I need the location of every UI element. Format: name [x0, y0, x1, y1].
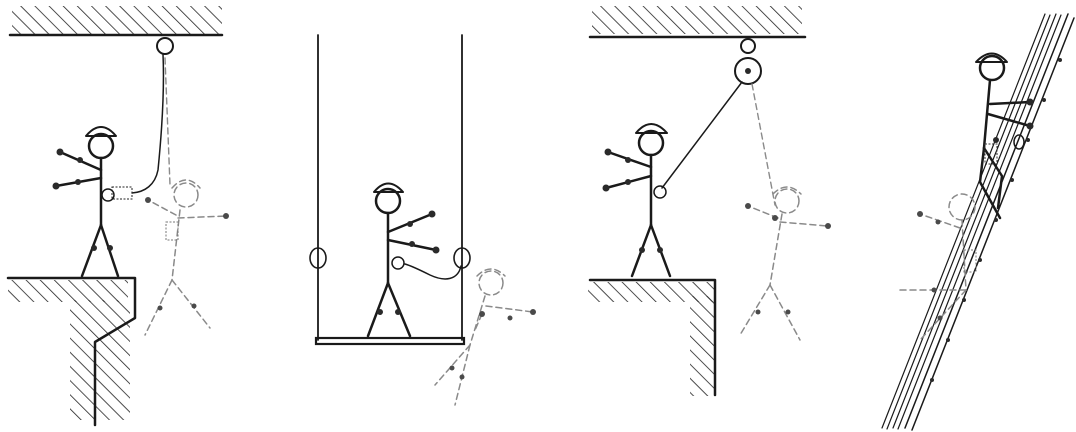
anchor-ring-3 [740, 38, 756, 54]
ledge-hatch-3 [588, 282, 716, 302]
rope-grab-right [453, 247, 471, 269]
retractable-line-ghost [751, 83, 776, 206]
scene-pulley-anchor-ledge [588, 6, 831, 397]
ledge-outline-3 [588, 278, 717, 397]
worker-falling-ghost-ladder [899, 193, 977, 341]
ledge-outline [6, 276, 137, 427]
ladder [881, 13, 1075, 431]
scene-ladder-climb [881, 13, 1075, 431]
lanyard-platform [404, 263, 462, 280]
rope-grab-left [309, 247, 327, 269]
worker-standing-3 [602, 123, 672, 278]
scene-overhead-anchor-ledge [6, 6, 229, 427]
ledge-hatch [8, 280, 128, 302]
worker-standing [52, 126, 120, 278]
worker-falling-ghost [144, 57, 229, 336]
pulley-block [734, 57, 762, 85]
shock-absorber [111, 186, 133, 200]
lanyard [131, 53, 165, 194]
ceiling-hatch [12, 6, 222, 34]
wall-hatch [70, 300, 130, 420]
anchor-ring [156, 37, 174, 55]
retractable-line [661, 81, 743, 189]
wall-hatch-3 [690, 296, 716, 396]
worker-climbing [975, 52, 1034, 220]
ceiling-hatch-3 [592, 6, 802, 34]
scene-suspended-platform [309, 34, 536, 406]
worker-on-platform [366, 182, 440, 338]
worker-falling-ghost-platform [434, 268, 536, 406]
worker-falling-ghost-3 [739, 186, 831, 341]
platform-deck [314, 336, 466, 346]
